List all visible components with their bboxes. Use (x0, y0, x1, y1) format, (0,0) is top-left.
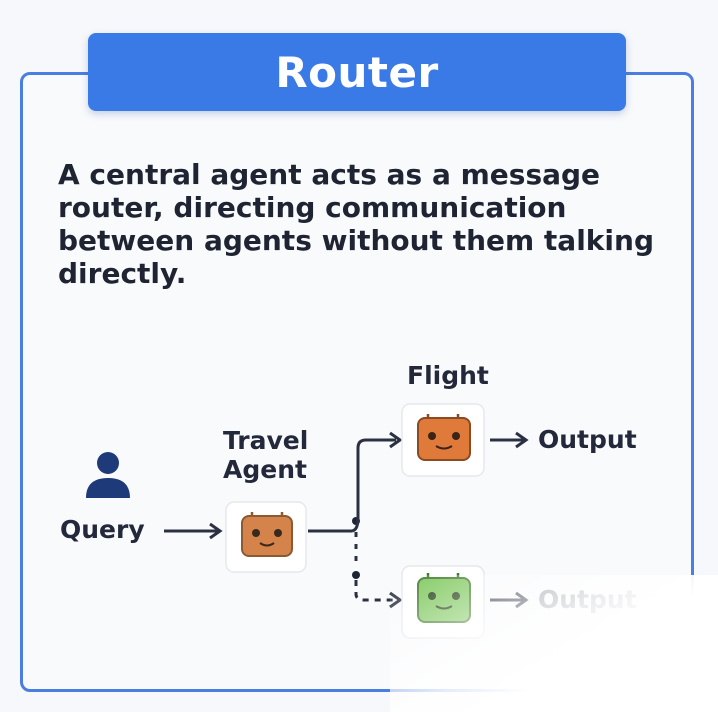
arrow-icon (389, 431, 403, 449)
query-label: Query (60, 515, 145, 544)
description-text: A central agent acts as a message router… (58, 158, 654, 290)
travel-agent-label-line2: Agent (223, 455, 307, 484)
arrow-icon (490, 431, 529, 449)
green-robot-icon (401, 565, 485, 639)
user-icon (86, 452, 130, 498)
output-bottom-label: Output (538, 585, 637, 614)
title-banner: Router (88, 33, 626, 111)
output-top-label: Output (538, 425, 637, 454)
flight-branch-line (351, 438, 396, 533)
travel-agent-label-line1: Travel (223, 426, 309, 455)
dashed-branch-line (354, 580, 396, 602)
flight-label: Flight (407, 361, 489, 390)
junction-dot (352, 571, 360, 579)
flight-robot-icon (401, 403, 485, 477)
travel-agent-label: Travel Agent (223, 426, 308, 484)
travel-agent-robot-icon (225, 501, 307, 573)
arrow-icon (164, 522, 223, 540)
page-title: Router (275, 47, 439, 97)
arrow-icon (490, 591, 529, 609)
